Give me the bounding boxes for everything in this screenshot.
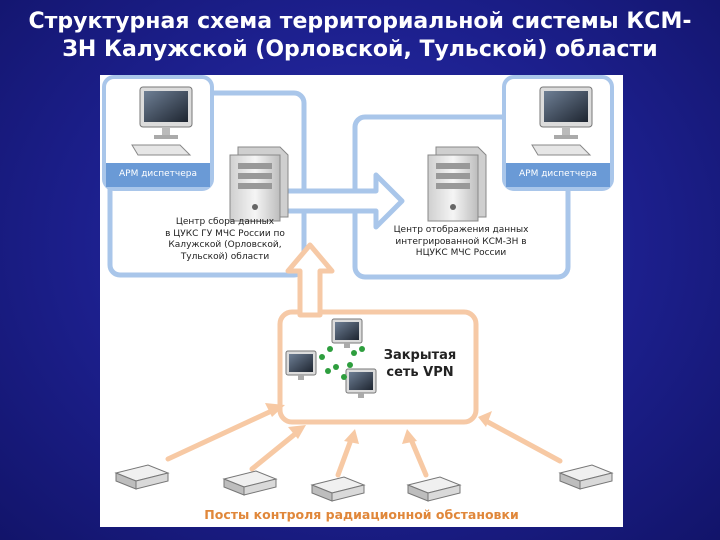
monitor-icon <box>345 368 377 398</box>
server-icon <box>229 146 289 222</box>
arm-left-label: АРМ диспетчера <box>119 169 197 179</box>
arm-right-label: АРМ диспетчера <box>519 169 597 179</box>
vpn-label-line: Закрытая <box>383 348 457 363</box>
server-icon <box>427 146 487 222</box>
vpn-label-line: сеть VPN <box>386 365 454 380</box>
sensor-posts <box>114 464 614 502</box>
sensor-post-icon <box>222 470 278 496</box>
post-arrow-5 <box>483 418 563 464</box>
vpn-network <box>285 318 377 398</box>
monitor-icon <box>131 86 193 156</box>
structure-diagram: АРМ диспетчера АРМ диспетчера Центр сбор… <box>100 75 623 527</box>
arm-right-band <box>506 163 610 187</box>
collection-center-line: Центр сбора данных <box>175 217 275 227</box>
arm-left-band <box>106 163 210 187</box>
vpn-box <box>277 309 479 425</box>
post-arrow-3 <box>335 434 355 478</box>
display-center-label: Центр отображения данных интегрированной… <box>366 225 556 260</box>
sensor-post-icon <box>114 464 170 490</box>
post-arrow-4 <box>407 434 429 478</box>
collection-center-label: Центр сбора данных в ЦУКС ГУ МЧС России … <box>146 217 304 263</box>
collection-center-line: в ЦУКС ГУ МЧС России по <box>165 228 285 239</box>
monitor-icon <box>331 318 363 348</box>
monitor-icon <box>531 86 593 156</box>
title-line-1: Структурная схема территориальной систем… <box>28 9 692 34</box>
post-arrows <box>165 403 563 478</box>
monitor-icon <box>285 350 317 380</box>
display-center-line: НЦУКС МЧС России <box>415 248 507 258</box>
diagram-canvas <box>102 75 614 502</box>
collection-center-line: Тульской) области <box>180 251 270 262</box>
sensor-post-icon <box>558 464 614 490</box>
post-arrow-2 <box>249 427 303 472</box>
posts-label: Посты контроля радиационной обстановки <box>204 507 519 522</box>
sensor-post-icon <box>310 476 366 502</box>
sensor-post-icon <box>406 476 462 502</box>
display-center-line: интегрированной КСМ-ЗН в <box>395 236 527 247</box>
post-arrow-1 <box>165 405 281 462</box>
display-center-line: Центр отображения данных <box>393 225 529 235</box>
network-nodes <box>319 346 365 380</box>
vpn-up-arrow <box>285 242 335 318</box>
title-line-2: ЗН Калужской (Орловской, Тульской) облас… <box>62 37 658 62</box>
transfer-arrow <box>283 172 405 230</box>
slide-title: Структурная схема территориальной систем… <box>0 8 720 64</box>
vpn-label: Закрытая сеть VPN <box>380 347 460 381</box>
collection-center-line: Калужской (Орловской, <box>168 240 282 250</box>
